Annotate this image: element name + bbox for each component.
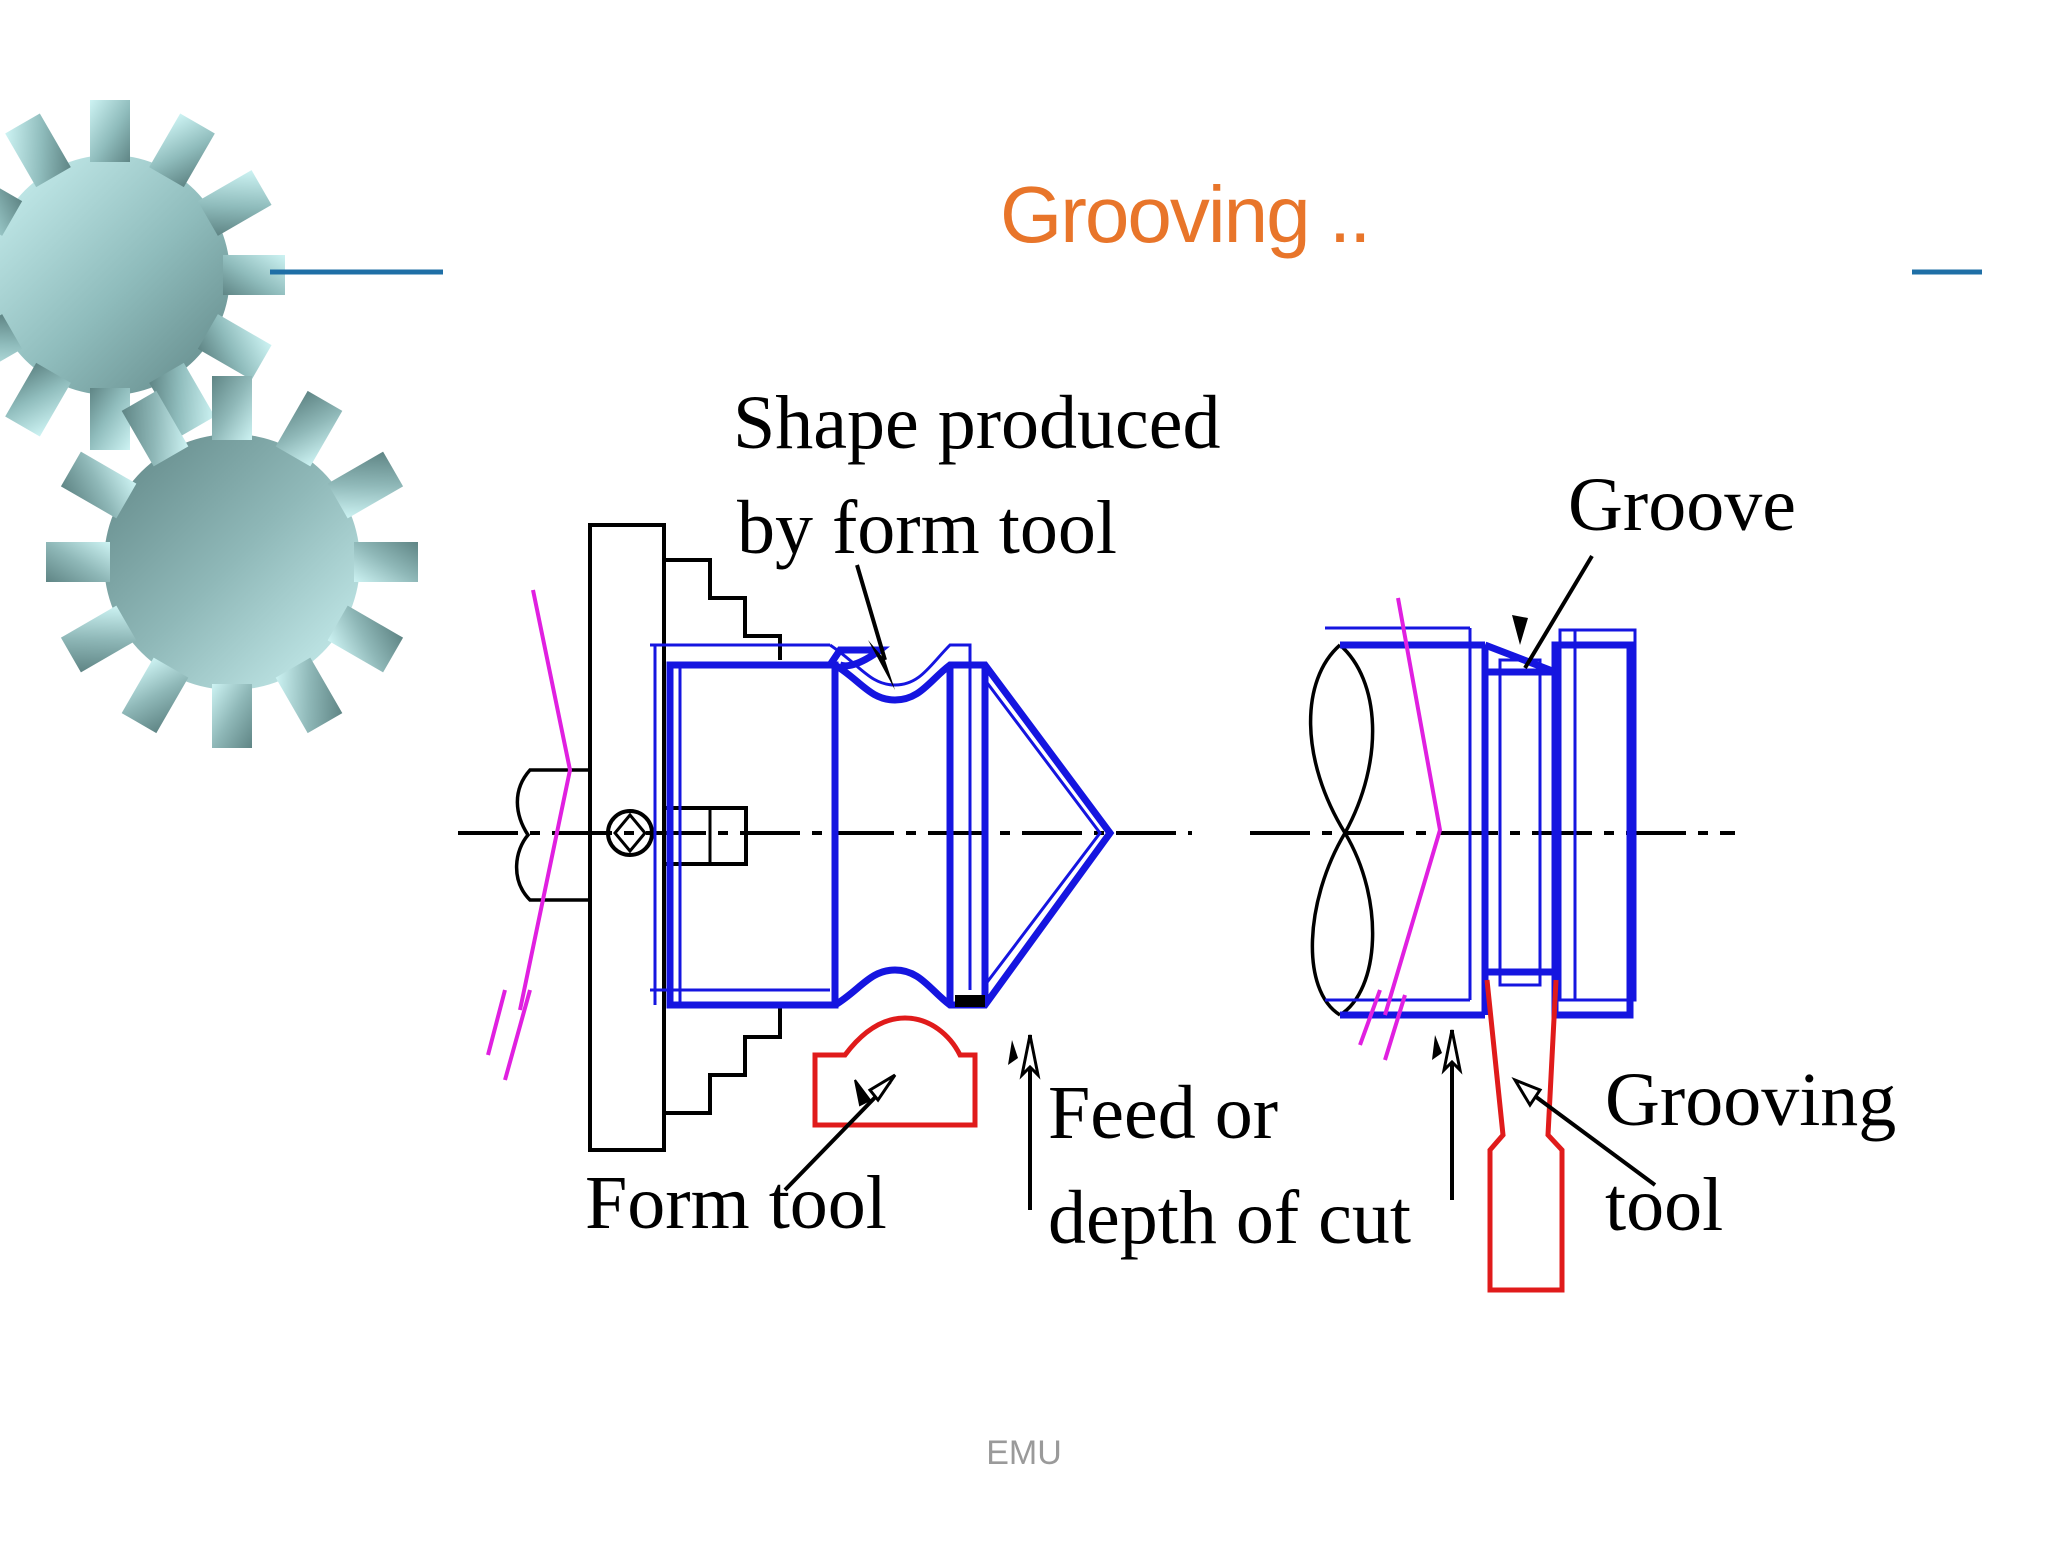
form-tool-diagram — [458, 523, 1192, 1210]
cut-mark-left — [518, 589, 573, 1011]
label-shape-produced-1: Shape produced — [733, 381, 1221, 465]
label-feed-1: Feed or — [1048, 1071, 1278, 1155]
label-form-tool: Form tool — [585, 1161, 887, 1245]
chuck-bolt — [606, 809, 654, 857]
gear-icon-bottom — [46, 376, 418, 748]
chuck-jaw-top — [664, 558, 782, 660]
workpiece-outline — [668, 646, 890, 1009]
chuck-jaw-bottom — [664, 1005, 782, 1115]
slide-title: Grooving .. — [1000, 170, 1369, 259]
label-groove: Groove — [1568, 463, 1796, 547]
chuck-stub — [662, 806, 748, 866]
workpiece-break — [1308, 643, 1375, 1017]
label-grooving-tool-2: tool — [1605, 1163, 1723, 1247]
label-shape-produced-2: by form tool — [737, 486, 1117, 570]
slide-footer: EMU — [986, 1434, 1062, 1472]
label-feed-2: depth of cut — [1048, 1176, 1411, 1260]
label-grooving-tool-1: Grooving — [1605, 1058, 1896, 1142]
grooving-tool-diagram — [1250, 554, 1735, 1293]
gear-icon-top — [0, 100, 285, 450]
grooving-tool — [1484, 979, 1565, 1293]
shaft — [514, 768, 592, 902]
form-tool — [812, 1015, 978, 1128]
cut-mark-right — [1383, 597, 1443, 1016]
